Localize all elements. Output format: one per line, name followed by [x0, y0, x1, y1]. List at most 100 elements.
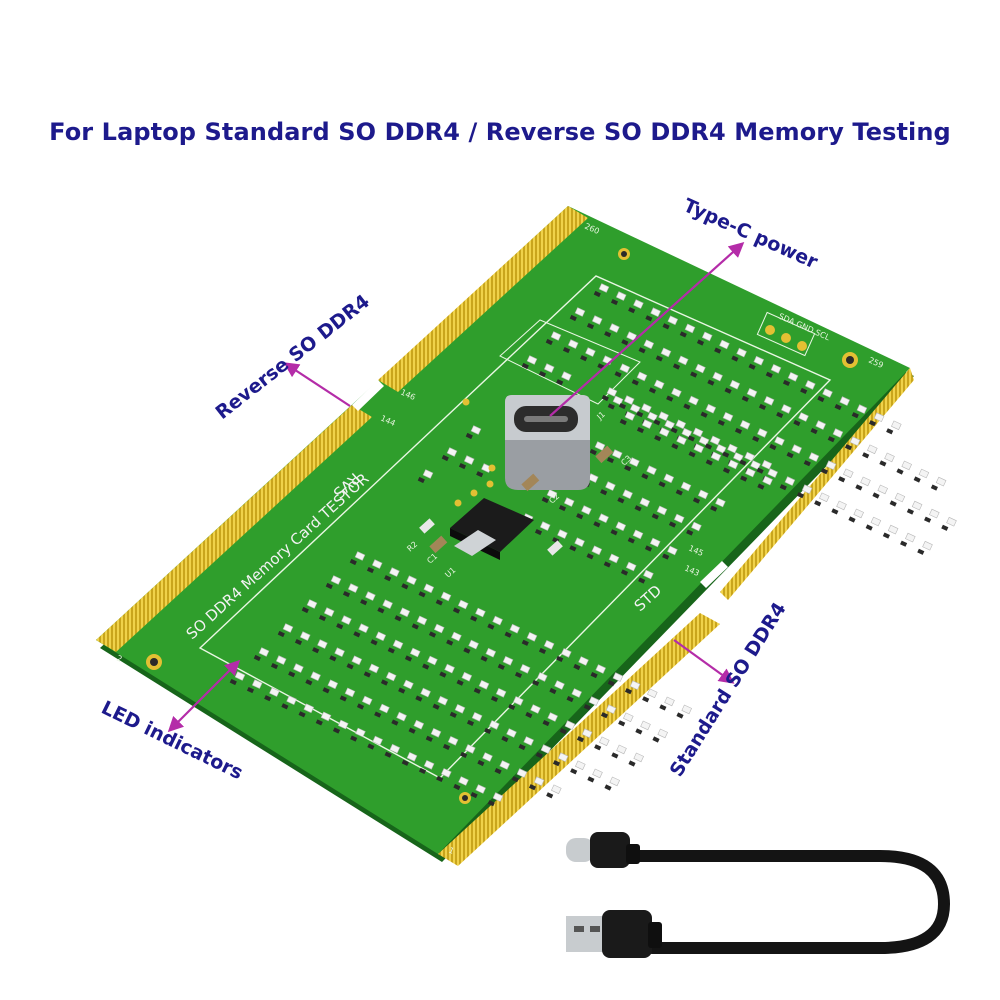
led	[413, 719, 425, 730]
led	[675, 419, 687, 430]
led-resistor	[820, 468, 829, 475]
passive-components	[419, 398, 614, 556]
led-resistor	[384, 575, 392, 582]
led	[632, 529, 644, 540]
led-resistor	[810, 428, 818, 435]
memory-tester-board: SO DDR4 Memory Card TESTOR RVS STD 260 2…	[96, 206, 957, 866]
led-resistor	[594, 744, 602, 751]
led-resistor	[305, 679, 313, 686]
led-resistor	[803, 460, 811, 467]
led-resistor	[776, 411, 784, 418]
led-resistor	[441, 454, 449, 462]
led-resistor	[607, 680, 615, 687]
led	[649, 537, 661, 548]
led-resistor	[800, 387, 808, 394]
led-resistor	[301, 606, 309, 614]
led-resistor	[490, 695, 499, 702]
led-resistor	[670, 427, 678, 434]
led-resistor	[641, 473, 649, 480]
led	[344, 687, 356, 698]
led	[526, 355, 538, 365]
led	[461, 671, 473, 682]
led	[677, 355, 689, 366]
led-resistor	[618, 403, 627, 410]
led-resistor	[683, 403, 691, 410]
led	[719, 339, 730, 350]
led-resistor	[707, 379, 715, 386]
led-resistor	[834, 404, 842, 411]
led-resistor	[374, 711, 382, 718]
led	[334, 647, 345, 658]
led	[327, 679, 339, 690]
led-resistor	[559, 728, 567, 735]
led-resistor	[865, 524, 873, 531]
led-resistor	[748, 363, 756, 370]
led-resistor	[606, 457, 615, 464]
led-resistor	[638, 577, 646, 584]
led	[640, 720, 651, 731]
led-resistor	[624, 688, 633, 695]
led	[551, 784, 562, 795]
led	[543, 363, 555, 373]
led	[557, 529, 568, 539]
led-resistor	[367, 743, 375, 750]
led	[482, 752, 493, 762]
led	[478, 679, 490, 690]
led-resistor	[731, 355, 739, 362]
led	[727, 443, 738, 454]
led-resistor	[465, 432, 473, 440]
led-resistor	[868, 420, 877, 427]
led	[636, 371, 648, 382]
led	[351, 655, 363, 666]
led	[293, 663, 304, 673]
led	[575, 760, 586, 771]
led	[698, 435, 710, 446]
led-resistor	[480, 655, 488, 662]
type-c-connector	[505, 395, 590, 490]
led-resistor	[521, 639, 529, 646]
led	[598, 283, 610, 293]
led	[653, 379, 665, 390]
led-resistor	[404, 655, 413, 662]
led-resistor	[879, 460, 887, 467]
led-resistor	[628, 760, 636, 767]
led	[744, 451, 755, 462]
led	[547, 712, 558, 722]
led	[433, 623, 445, 634]
led	[891, 420, 902, 431]
led-resistor	[556, 379, 564, 386]
led	[843, 468, 854, 479]
led	[633, 299, 644, 309]
led	[671, 387, 682, 398]
led-resistor	[924, 516, 932, 523]
led	[475, 784, 486, 794]
led	[774, 436, 785, 446]
led	[365, 591, 376, 601]
led-resistor	[757, 483, 765, 490]
led-resistor	[722, 467, 731, 474]
led-resistor	[628, 307, 636, 314]
led-resistor	[872, 492, 880, 499]
led-resistor	[636, 411, 644, 418]
led-resistor	[624, 465, 632, 472]
led-resistor	[675, 489, 683, 496]
led	[422, 469, 434, 479]
led	[330, 575, 342, 585]
led-resistor	[593, 521, 601, 528]
led-resistor	[604, 331, 612, 338]
led-resistor	[477, 759, 485, 767]
led	[382, 599, 393, 610]
led	[946, 516, 957, 527]
led-resistor	[315, 719, 323, 726]
led	[681, 704, 692, 715]
led-resistor	[600, 489, 608, 496]
led	[403, 679, 414, 690]
mounting-holes	[146, 248, 858, 804]
led-resistor	[722, 451, 730, 458]
led-resistor	[769, 443, 777, 451]
led-resistor	[380, 679, 389, 686]
led	[554, 680, 565, 690]
reverse-key-notch	[352, 380, 384, 411]
led-resistor	[607, 403, 615, 410]
page-title: For Laptop Standard SO DDR4 / Reverse SO…	[49, 118, 951, 146]
